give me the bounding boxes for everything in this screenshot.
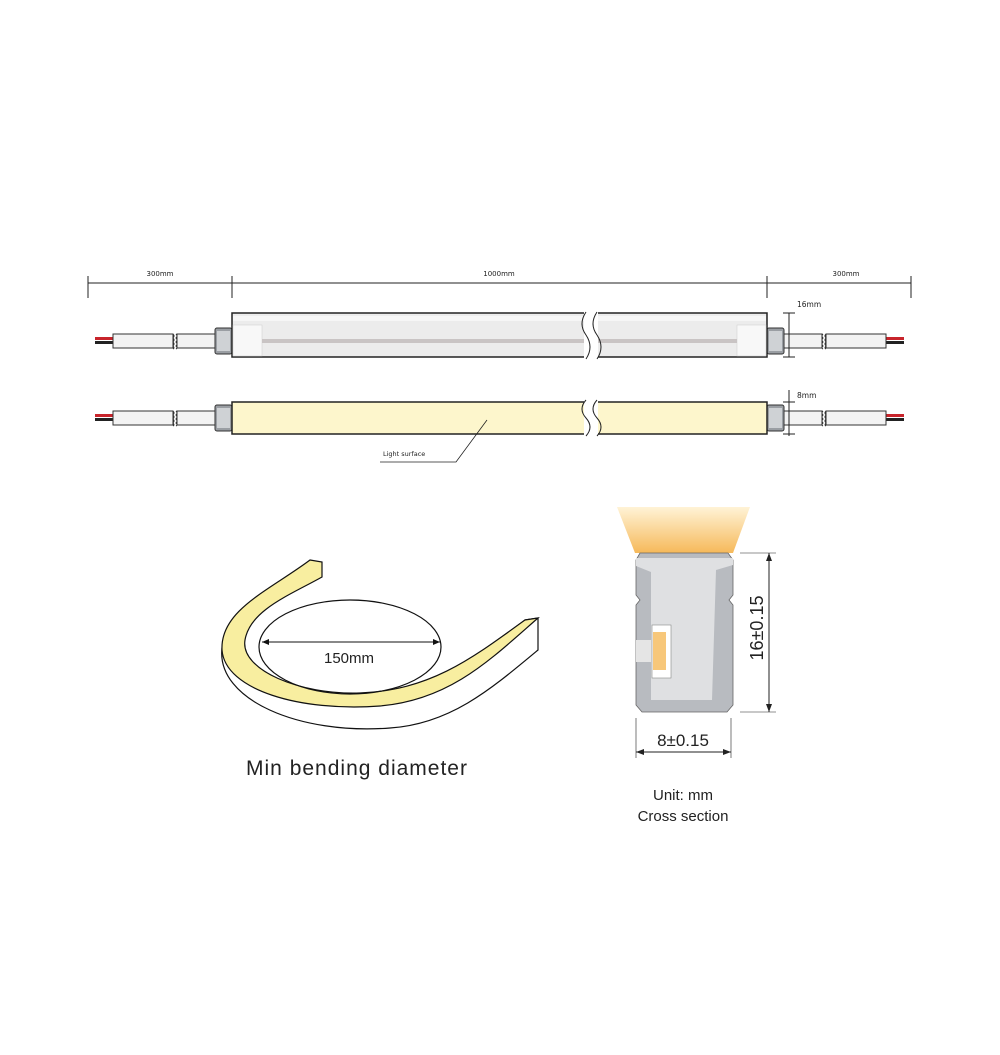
length-dimension: 300mm 1000mm 300mm	[87, 270, 912, 298]
bend-diameter-label: 150mm	[324, 650, 374, 667]
cross-width-label: 8±0.15	[657, 731, 709, 750]
bend-caption: Min bending diameter	[246, 757, 468, 780]
cross-section: 16±0.15 8±0.15 Unit: mm Cross section	[617, 507, 776, 825]
left-lead-label: 300mm	[147, 270, 174, 278]
strip-top-view: 8mm Light surface	[94, 390, 905, 463]
side-height-label: 16mm	[797, 300, 821, 309]
strip-side-view: 16mm	[94, 300, 905, 360]
light-surface-label: Light surface	[383, 450, 425, 458]
right-lead-label: 300mm	[833, 270, 860, 278]
strip-length-label: 1000mm	[483, 270, 515, 278]
unit-label: Unit: mm	[653, 787, 713, 804]
top-width-label: 8mm	[797, 391, 816, 400]
bending-illustration: 150mm Min bending diameter	[221, 559, 540, 780]
cross-caption: Cross section	[638, 808, 729, 825]
cross-height-label: 16±0.15	[747, 596, 767, 661]
